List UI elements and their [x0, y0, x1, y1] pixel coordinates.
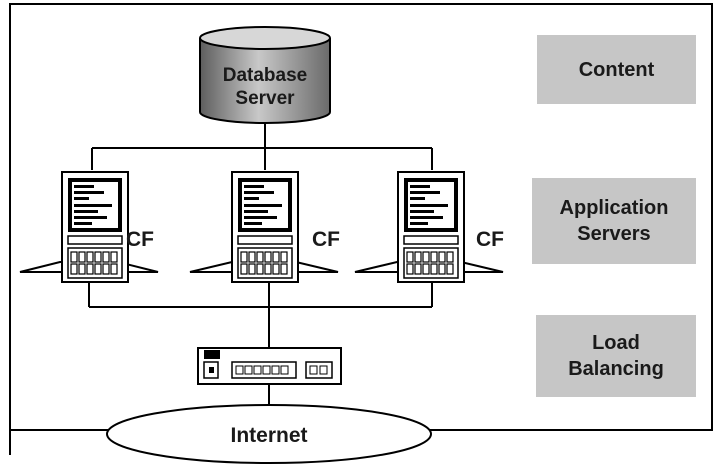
- layer-lb-label-line1: Load: [592, 332, 640, 354]
- layer-app-label-line1: Application: [559, 197, 669, 219]
- server-3-label: CF: [476, 228, 504, 251]
- server-tower-icon: [231, 171, 299, 283]
- layer-app-label-line2: Servers: [577, 223, 651, 245]
- load-balancer-icon: [197, 347, 342, 385]
- server-1-label: CF: [126, 228, 154, 251]
- internet-label: Internet: [230, 424, 307, 447]
- database-label-line1: Database: [223, 65, 308, 86]
- layer-content-label: Content: [578, 58, 655, 81]
- server-1: [19, 171, 159, 283]
- layer-lb-label-line2: Balancing: [568, 358, 664, 380]
- server-3: [354, 171, 504, 283]
- database-label-line2: Server: [235, 88, 295, 109]
- internet-cloud-icon: [106, 404, 432, 464]
- layer-load-balancing: Load Balancing: [536, 315, 696, 397]
- server-2: [189, 171, 339, 283]
- server-2-label: CF: [312, 228, 340, 251]
- server-tower-icon: [61, 171, 129, 283]
- server-tower-icon: [397, 171, 465, 283]
- database-cylinder-icon: [199, 26, 331, 124]
- layer-content: Content: [537, 35, 696, 104]
- layer-application-servers: Application Servers: [532, 178, 696, 264]
